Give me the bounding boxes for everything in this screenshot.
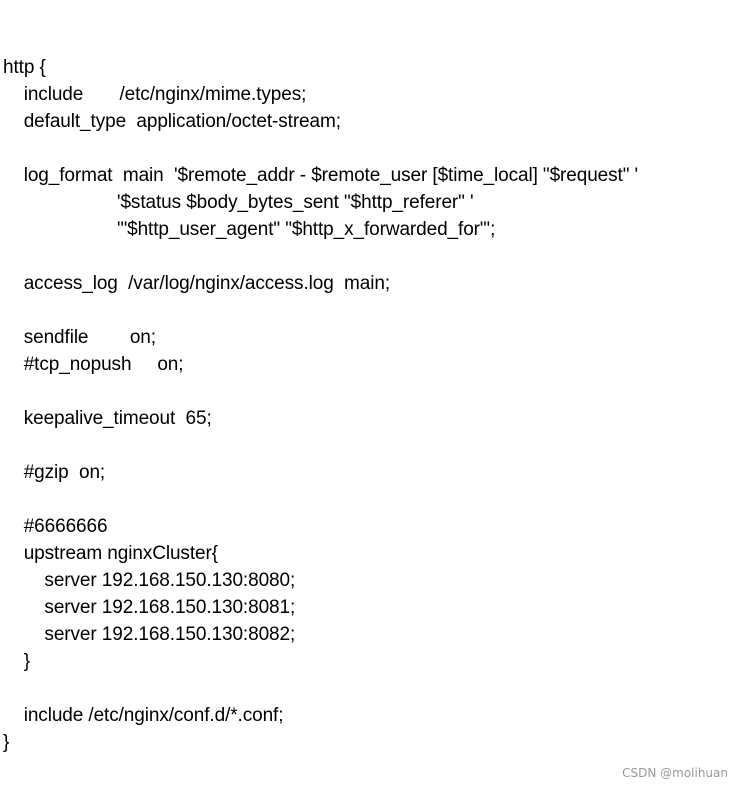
code-line: #gzip on; xyxy=(3,462,106,483)
code-line: access_log /var/log/nginx/access.log mai… xyxy=(3,273,391,294)
watermark: CSDN @molihuan xyxy=(622,766,728,780)
code-line: #6666666 xyxy=(3,516,108,537)
code-line: http { xyxy=(3,57,46,78)
blank-line xyxy=(3,486,742,513)
blank-line xyxy=(3,675,742,702)
blank-line xyxy=(3,135,742,162)
code-line: } xyxy=(3,732,10,753)
code-line: server 192.168.150.130:8082; xyxy=(3,624,296,645)
code-line: include /etc/nginx/conf.d/*.conf; xyxy=(3,705,284,726)
blank-line xyxy=(3,378,742,405)
code-line: '$status $body_bytes_sent "$http_referer… xyxy=(3,192,474,213)
code-line: server 192.168.150.130:8080; xyxy=(3,570,296,591)
blank-line xyxy=(3,432,742,459)
blank-line xyxy=(3,297,742,324)
code-line: #tcp_nopush on; xyxy=(3,354,184,375)
code-line: default_type application/octet-stream; xyxy=(3,111,341,132)
code-line: sendfile on; xyxy=(3,327,156,348)
code-line: '"$http_user_agent" "$http_x_forwarded_f… xyxy=(3,219,496,240)
code-line: keepalive_timeout 65; xyxy=(3,408,212,429)
code-line: server 192.168.150.130:8081; xyxy=(3,597,296,618)
code-line: log_format main '$remote_addr - $remote_… xyxy=(3,165,639,186)
code-line: upstream nginxCluster{ xyxy=(3,543,218,564)
code-line: } xyxy=(3,651,30,672)
blank-line xyxy=(3,243,742,270)
nginx-config-text: http { include /etc/nginx/mime.types; de… xyxy=(3,54,742,756)
code-line: include /etc/nginx/mime.types; xyxy=(3,84,307,105)
